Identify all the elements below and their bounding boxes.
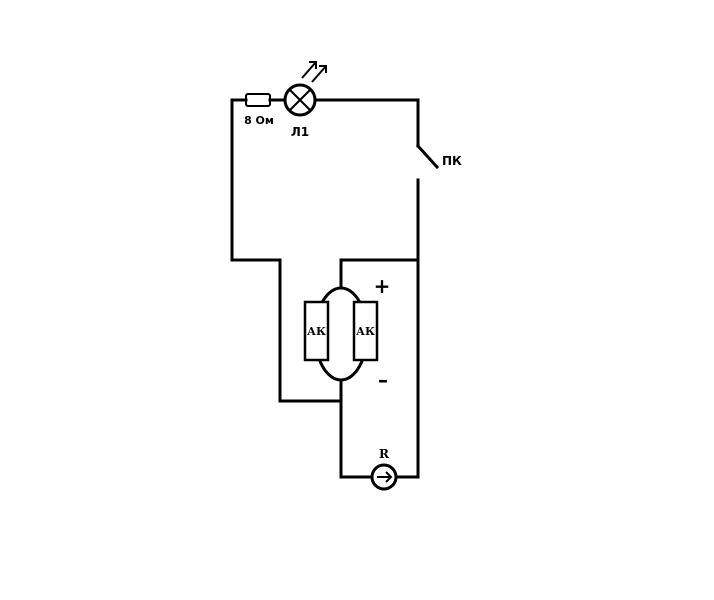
resistor-label: 8 Ом	[244, 114, 274, 127]
battery-cell-1	[303, 300, 330, 362]
resistor-symbol	[245, 93, 271, 107]
lamp-symbol	[283, 83, 317, 117]
battery-cell-1-label: АК	[307, 325, 326, 338]
meter-symbol	[370, 463, 398, 491]
switch-label: ПК	[442, 154, 462, 168]
wire-left-loop	[230, 98, 343, 403]
circuit-wires	[230, 98, 420, 479]
lamp-cross-b	[289, 89, 311, 111]
battery-cell-2-label: АК	[356, 325, 375, 338]
lamp-circle	[283, 83, 317, 117]
light-rays-icon	[301, 61, 327, 83]
wire-right-side	[395, 178, 420, 479]
wire-battery-bottom	[339, 378, 374, 479]
switch-symbol	[415, 143, 440, 170]
arrow-right-icon	[385, 471, 393, 483]
lamp-label: Л1	[291, 125, 309, 139]
minus-sign: –	[378, 368, 388, 392]
wire-battery-top	[339, 258, 420, 290]
meter-label: R	[379, 447, 390, 461]
plus-sign: +	[374, 274, 391, 298]
meter-circle	[370, 463, 398, 491]
wire-top-right	[314, 98, 420, 148]
battery-cell-2	[352, 300, 379, 362]
